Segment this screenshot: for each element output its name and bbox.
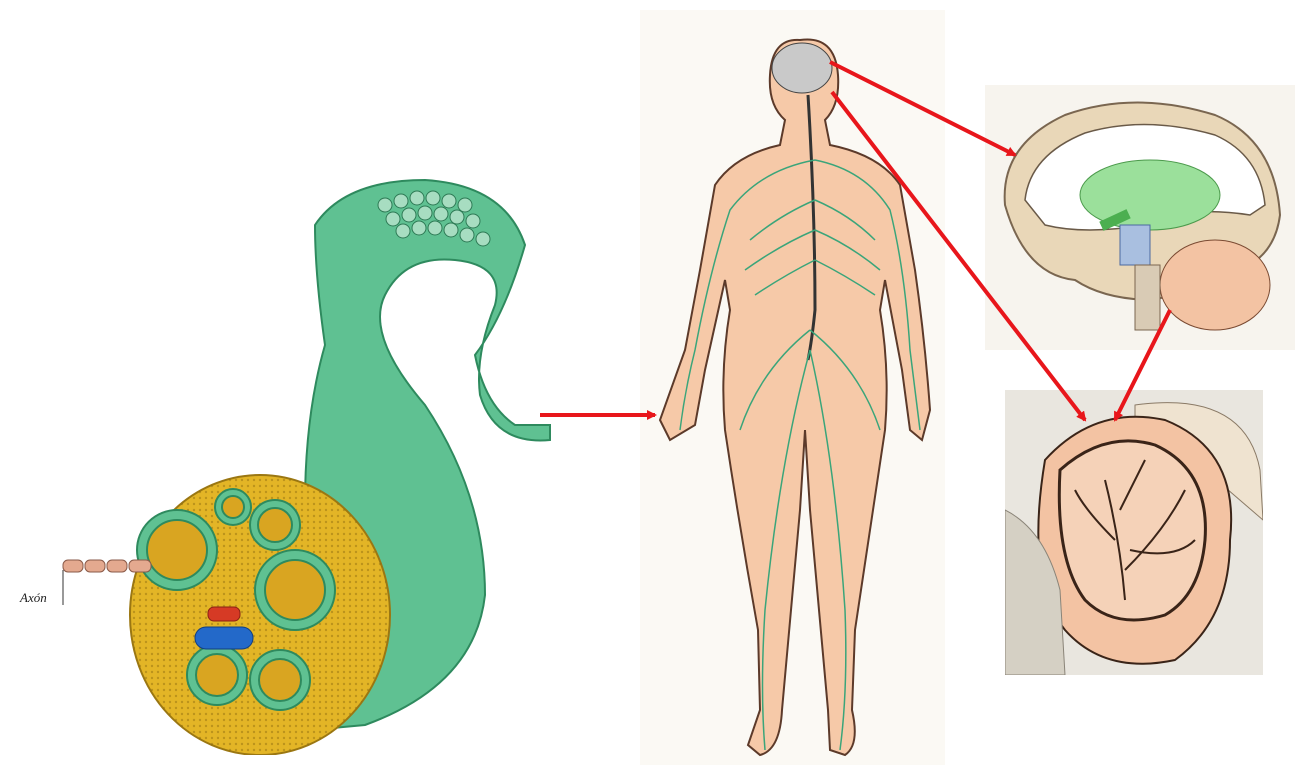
- arrow-brain-to-cerebellum: [832, 92, 1085, 420]
- arrow-head-to-brain: [830, 62, 1015, 155]
- arrow-cerebellum-zoom: [1115, 310, 1170, 420]
